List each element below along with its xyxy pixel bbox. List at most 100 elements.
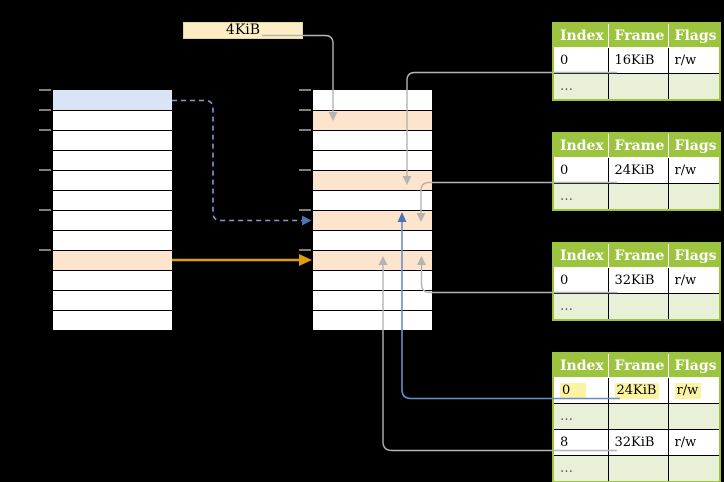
virtual-memory-row-5 [53, 190, 172, 210]
page-table-3-cell-r0c0: 0 [552, 267, 609, 294]
arrowhead-right-icon [302, 215, 312, 226]
page-table-4-cell-r3c0: … [552, 455, 609, 482]
page-size-label: 4KiB [183, 22, 303, 39]
virtual-memory-tick [39, 109, 51, 111]
page-table-4-cell-r1c1 [607, 403, 669, 430]
virtual-memory-column [39, 89, 172, 330]
virtual-memory-row-3 [53, 150, 172, 170]
page-table-2-header-index: Index [553, 133, 609, 158]
page-table-2-cell-r0c2: r/w [667, 157, 721, 184]
page-table-1-cell-r0c2: r/w [667, 47, 721, 74]
page-table-3-cell-r1c1 [607, 293, 669, 321]
virtual-memory-tick [39, 209, 51, 211]
page-frame-tick [299, 89, 311, 91]
page-table-4-header-frame: Frame [608, 353, 669, 378]
highlighted-value: 24KiB [614, 383, 660, 399]
page-table-4-row-0: 0 24KiB r/w [552, 377, 721, 404]
page-table-1-cell-r0c0: 0 [552, 47, 609, 74]
page-table-1-cell-r1c2 [667, 73, 721, 101]
page-frame-row-7 [313, 230, 432, 250]
page-table-4-cell-r1c2 [667, 403, 721, 430]
page-table-4-header-index: Index [553, 353, 609, 378]
arrowhead-right-icon [299, 254, 312, 266]
page-table-4-cell-r0c1: 24KiB [607, 377, 669, 404]
page-table-3-header-index: Index [553, 243, 609, 268]
highlighted-value: r/w [674, 383, 702, 399]
page-table-1-header-flags: Flags [668, 23, 720, 48]
page-table-4-cell-r2c2: r/w [667, 429, 721, 456]
page-table-3-cell-r1c0: … [552, 293, 609, 321]
page-table-1-header-frame: Frame [608, 23, 669, 48]
page-table-4-cell-r1c0: … [552, 403, 609, 430]
page-table-4-row-1: … [552, 403, 721, 430]
page-frame-row-2 [313, 130, 432, 150]
page-table-3-header-frame: Frame [608, 243, 669, 268]
page-table-1-cell-r1c1 [607, 73, 669, 101]
page-frame-row-9 [313, 270, 432, 290]
page-table-4-cell-r2c1: 32KiB [607, 429, 669, 456]
page-frame-row-3 [313, 150, 432, 170]
virtual-memory-tick [39, 169, 51, 171]
page-table-1-cell-r1c0: … [552, 73, 609, 101]
page-table-4-cell-r0c0: 0 [552, 377, 609, 404]
page-table-4-cell-r3c2 [667, 455, 721, 482]
virtual-memory-row-1 [53, 110, 172, 130]
page-table-3-cell-r0c2: r/w [667, 267, 721, 294]
virtual-memory-row-0 [53, 90, 172, 110]
page-table-3-row-1: … [552, 293, 721, 321]
page-frame-row-8 [313, 250, 432, 270]
page-frame-row-5 [313, 190, 432, 210]
page-frame-tick [299, 209, 311, 211]
page-frame-tick [299, 169, 311, 171]
page-frame-row-1 [313, 110, 432, 130]
page-table-3-header-flags: Flags [668, 243, 720, 268]
page-table-4-row-3: … [552, 455, 721, 482]
page-frame-row-10 [313, 290, 432, 310]
page-table-1-header-index: Index [553, 23, 609, 48]
virtual-memory-tick [39, 249, 51, 251]
highlighted-value: 0 [560, 383, 587, 399]
virtual-memory-row-11 [53, 310, 172, 330]
page-table-2-row-1: … [552, 183, 721, 211]
virtual-memory-row-9 [53, 270, 172, 290]
arrow-left-blue-row-dashed [172, 99, 302, 222]
page-frame-row-11 [313, 310, 432, 330]
page-table-1-row-1: … [552, 73, 721, 101]
page-frame-row-6 [313, 210, 432, 230]
page-table-4-cell-r0c2: r/w [667, 377, 721, 404]
virtual-memory-row-7 [53, 230, 172, 250]
page-table-2-header-flags: Flags [668, 133, 720, 158]
page-frame-tick [299, 249, 311, 251]
page-table-4-cell-r3c1 [607, 455, 669, 482]
page-frame-tick [299, 109, 311, 111]
page-table-4-cell-r2c0: 8 [552, 429, 609, 456]
page-table-2-header-frame: Frame [608, 133, 669, 158]
virtual-memory-row-8 [53, 250, 172, 270]
page-table-2-cell-r1c2 [667, 183, 721, 211]
page-table-column [299, 89, 432, 330]
page-frame-tick [299, 129, 311, 131]
page-table-2-cell-r1c0: … [552, 183, 609, 211]
virtual-memory-row-2 [53, 130, 172, 150]
page-table-2-cell-r0c1: 24KiB [607, 157, 669, 184]
page-table-3-cell-r0c1: 32KiB [607, 267, 669, 294]
page-table-1-cell-r0c1: 16KiB [607, 47, 669, 74]
page-table-3-cell-r1c2 [667, 293, 721, 321]
page-frame-row-4 [313, 170, 432, 190]
virtual-memory-tick [39, 89, 51, 91]
page-table-2-cell-r1c1 [607, 183, 669, 211]
virtual-memory-row-6 [53, 210, 172, 230]
page-frame-row-0 [313, 90, 432, 110]
